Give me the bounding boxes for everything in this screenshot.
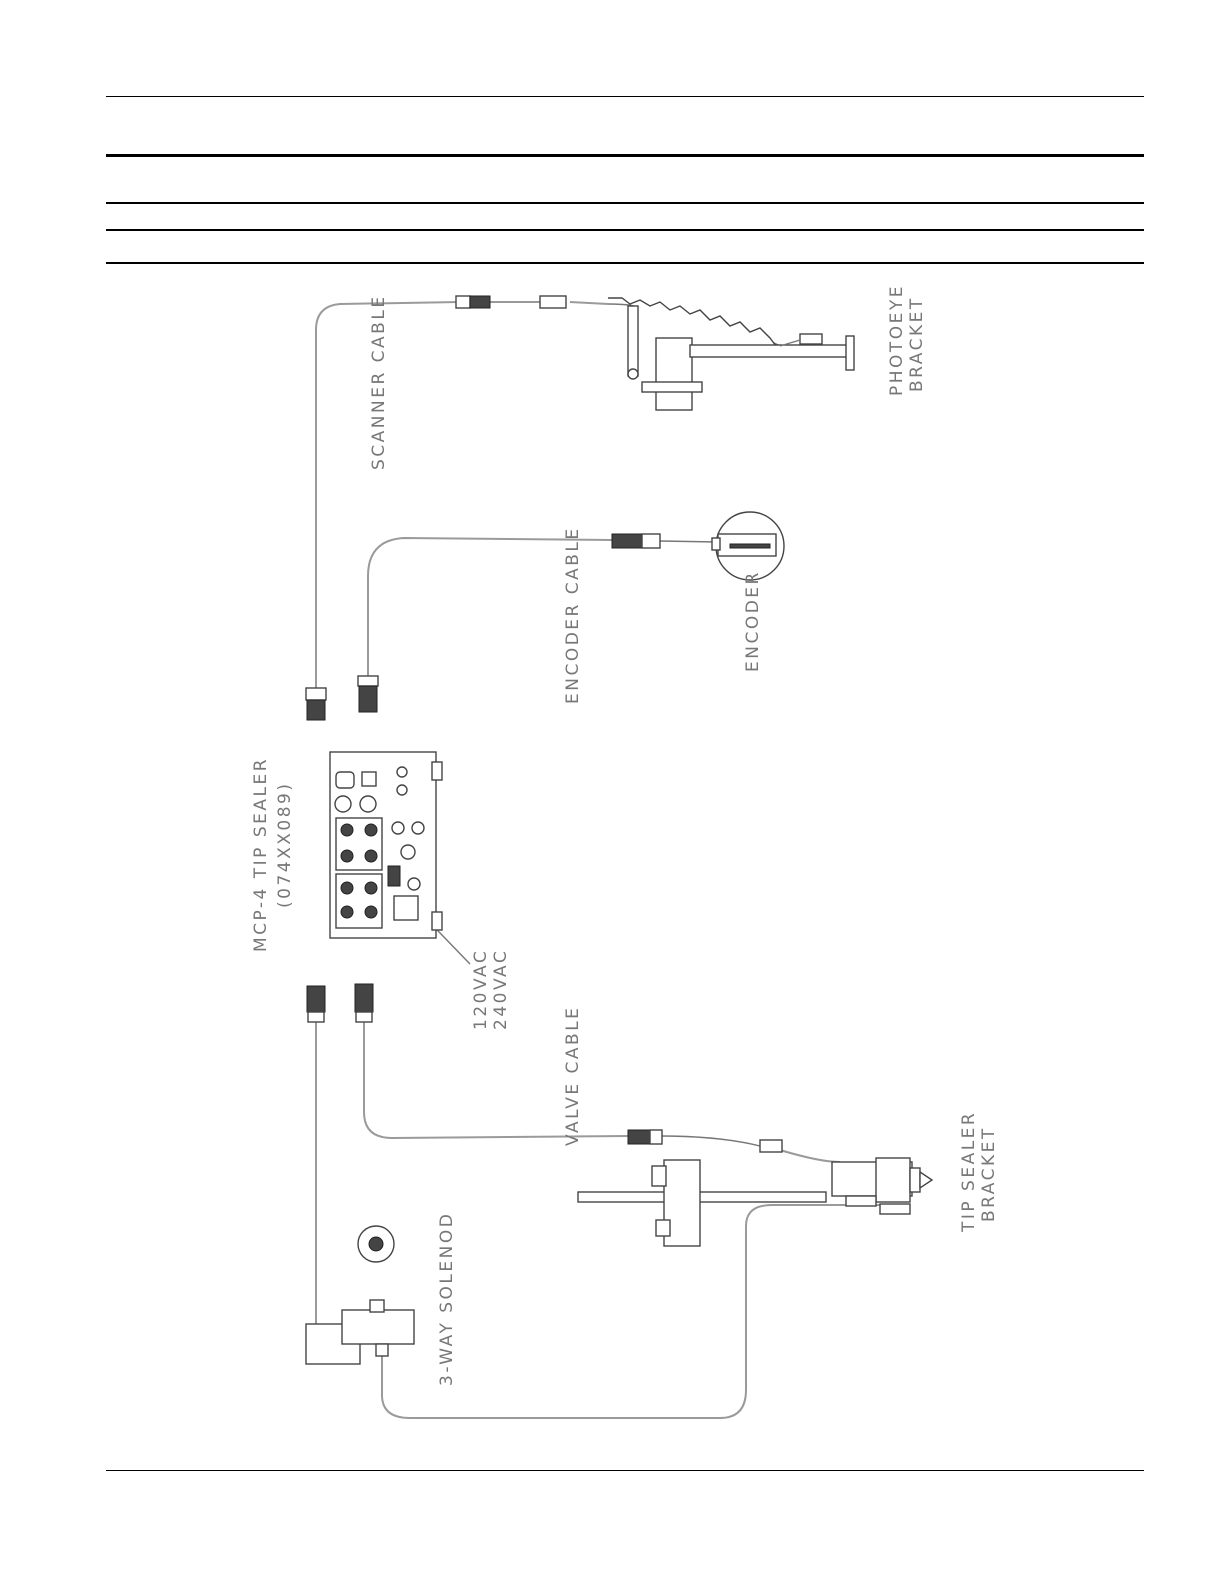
valve-lead-2 xyxy=(780,1150,840,1162)
label-controller-part-number: (074XX089) xyxy=(275,782,295,908)
label-photoeye-bracket-line1: PHOTOEYE xyxy=(887,284,907,396)
solenoid-connector-controller xyxy=(307,986,325,1022)
label-encoder: ENCODER xyxy=(743,570,763,672)
label-tip-sealer-bracket-line1: TIP SEALER xyxy=(959,1111,979,1233)
label-three-way-solenoid: 3-WAY SOLENOD xyxy=(437,1212,457,1386)
mcp4-controller xyxy=(330,752,442,938)
label-tip-sealer-bracket-line2: BRACKET xyxy=(979,1126,999,1222)
valve-connector-controller xyxy=(355,984,373,1022)
label-power-120vac: 120VAC xyxy=(471,949,491,1030)
three-way-solenoid xyxy=(306,1226,414,1364)
encoder-connector-controller xyxy=(358,676,378,712)
tip-sealer-bracket xyxy=(578,1140,932,1246)
encoder xyxy=(712,512,784,580)
photoeye-lead xyxy=(570,302,608,304)
label-scanner-cable: SCANNER CABLE xyxy=(369,294,389,470)
label-power-240vac: 240VAC xyxy=(491,949,511,1030)
label-valve-cable: VALVE CABLE xyxy=(563,1006,583,1146)
air-hose xyxy=(382,1205,890,1418)
label-photoeye-bracket-line2: BRACKET xyxy=(907,296,927,392)
scanner-connector-controller xyxy=(306,688,326,720)
valve-cable xyxy=(364,1022,628,1138)
encoder-lead xyxy=(660,541,718,542)
photoeye-bracket xyxy=(608,298,854,410)
label-controller-name: MCP-4 TIP SEALER xyxy=(251,757,271,952)
valve-connector-top xyxy=(628,1130,662,1144)
label-encoder-cable: ENCODER CABLE xyxy=(563,526,583,704)
valve-lead xyxy=(660,1136,760,1146)
encoder-connector-top xyxy=(612,534,660,548)
